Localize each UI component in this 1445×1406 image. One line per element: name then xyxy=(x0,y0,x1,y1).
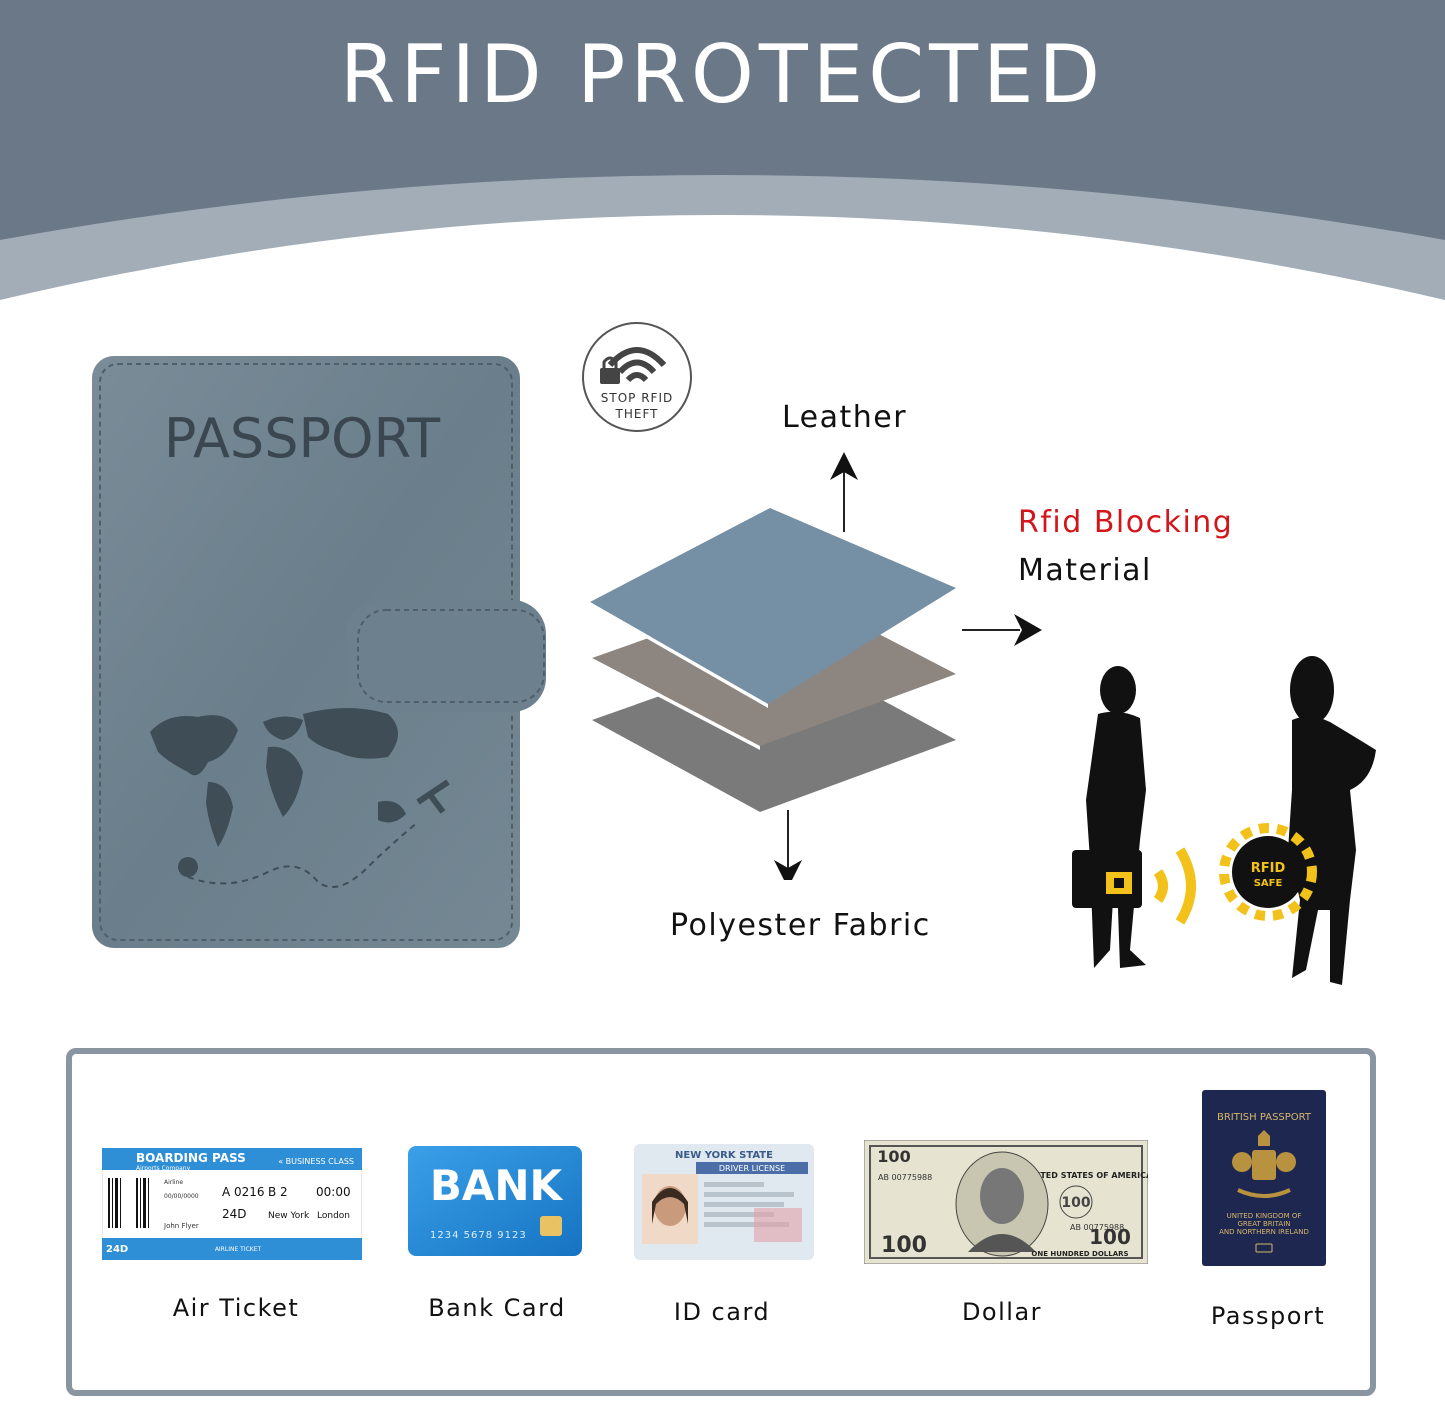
ticket-seat: B 2 xyxy=(268,1185,288,1199)
badge-line1: STOP RFID xyxy=(601,391,673,405)
uk-passport-line2: GREAT BRITAIN xyxy=(1237,1220,1290,1228)
polyester-label: Polyester Fabric xyxy=(670,908,931,943)
leather-label: Leather xyxy=(782,400,908,435)
uk-passport-line1: UNITED KINGDOM OF xyxy=(1227,1212,1302,1220)
ticket-gate: 24D xyxy=(222,1207,247,1221)
dollar-amount-center: 100 xyxy=(1061,1195,1090,1211)
rfid-safe-text-line2: SAFE xyxy=(1254,878,1283,889)
bank-card-image: BANK 1234 5678 9123 xyxy=(408,1146,582,1256)
bank-card-number: 1234 5678 9123 xyxy=(430,1230,527,1241)
ticket-passenger: John Flyer xyxy=(163,1222,199,1230)
item-label-id-card: ID card xyxy=(673,1298,771,1326)
ticket-stub-gate: 24D xyxy=(106,1244,128,1255)
ticket-heading: BOARDING PASS xyxy=(136,1151,246,1165)
ticket-company: Airports Company xyxy=(136,1165,191,1172)
uk-passport-line3: AND NORTHERN IRELAND xyxy=(1219,1228,1309,1236)
item-label-bank-card: Bank Card xyxy=(428,1294,566,1322)
ticket-class: « BUSINESS CLASS xyxy=(278,1157,354,1166)
ticket-flight: A 0216 xyxy=(222,1185,265,1199)
dollar-amount-right: 100 xyxy=(1089,1225,1131,1249)
people-silhouettes-image: RFID SAFE xyxy=(1072,656,1376,985)
badge-line2: THEFT xyxy=(615,407,659,421)
dollar-serial-bottom: AB 00775988 xyxy=(1070,1223,1124,1232)
dollar-country: THE UNITED STATES OF AMERICA xyxy=(1004,1171,1148,1180)
dollar-words: ONE HUNDRED DOLLARS xyxy=(1031,1250,1128,1258)
ticket-footer: AIRLINE TICKET xyxy=(215,1246,262,1253)
uk-passport-title: BRITISH PASSPORT xyxy=(1217,1112,1312,1123)
header-banner xyxy=(0,0,1445,310)
dollar-serial-top: AB 00775988 xyxy=(878,1173,932,1182)
ticket-date: 00/00/0000 xyxy=(164,1193,199,1200)
biometric-chip-icon xyxy=(1255,1243,1273,1253)
rfid-blocking-label: Rfid Blocking xyxy=(1018,505,1234,540)
chip-icon xyxy=(540,1216,562,1236)
item-label-dollar: Dollar xyxy=(961,1298,1043,1326)
dollar-amount-left: 100 xyxy=(881,1233,927,1258)
signal-wave-icon xyxy=(1153,869,1168,903)
uk-passport-image: BRITISH PASSPORT UNITED KINGDOM OF GREAT… xyxy=(1202,1090,1326,1266)
id-card-type: DRIVER LICENSE xyxy=(719,1164,785,1173)
passport-cover-title: PASSPORT xyxy=(164,407,441,470)
ticket-airline-label: Airline xyxy=(164,1179,183,1186)
coat-of-arms-icon xyxy=(1232,1130,1296,1198)
dollar-amount-corner: 100 xyxy=(877,1147,910,1166)
air-ticket-image: BOARDING PASS « BUSINESS CLASS Airports … xyxy=(102,1148,362,1260)
ticket-from: New York xyxy=(268,1211,310,1221)
item-label-air-ticket: Air Ticket xyxy=(172,1294,300,1322)
ticket-time: 00:00 xyxy=(316,1185,351,1199)
material-layers-diagram xyxy=(590,452,1042,880)
id-card-state: NEW YORK STATE xyxy=(675,1150,773,1161)
wifi-lock-icon xyxy=(600,347,667,384)
ticket-to: London xyxy=(317,1211,350,1221)
dollar-bill-image: THE UNITED STATES OF AMERICA AB 00775988… xyxy=(864,1140,1148,1264)
page-title: RFID PROTECTED xyxy=(339,28,1106,121)
item-label-passport: Passport xyxy=(1210,1302,1326,1330)
rfid-safe-text-line1: RFID xyxy=(1251,861,1286,876)
stop-rfid-badge: STOP RFID THEFT xyxy=(582,322,692,432)
passport-cover-image: PASSPORT xyxy=(92,356,546,948)
id-card-image: NEW YORK STATE DRIVER LICENSE xyxy=(634,1144,814,1260)
material-label: Material xyxy=(1018,553,1152,588)
bank-card-title: BANK xyxy=(430,1161,564,1210)
